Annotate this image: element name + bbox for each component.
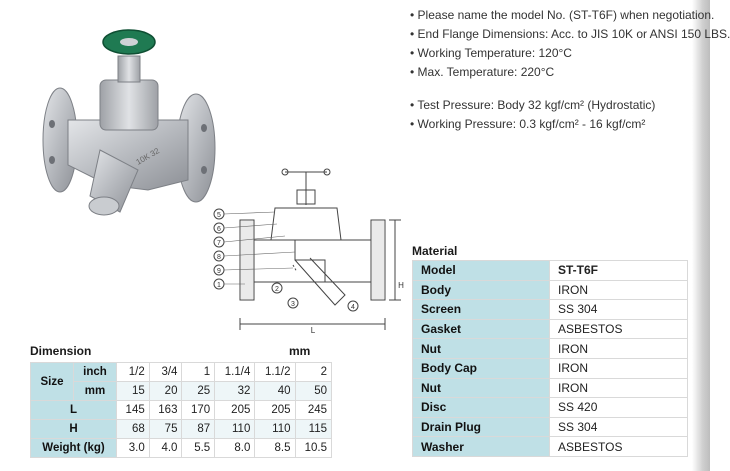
dimension-l-label: L <box>311 326 316 335</box>
callout-1: 1 <box>217 282 221 289</box>
table-cell: 10.5 <box>294 438 333 458</box>
callout-6: 6 <box>217 226 221 233</box>
table-cell: 205 <box>214 400 256 420</box>
material-value: IRON <box>549 338 688 359</box>
page-edge-shadow <box>692 0 710 471</box>
table-cell: 110 <box>214 419 256 439</box>
table-cell: 1/2 <box>116 362 150 382</box>
table-cell: 1 <box>181 362 216 382</box>
table-cell: 5.5 <box>181 438 216 458</box>
table-cell: 245 <box>294 400 333 420</box>
row-label-h: H <box>30 419 117 439</box>
table-row: Weight (kg) 3.0 4.0 5.5 8.0 8.5 10.5 <box>30 438 333 458</box>
material-part: Nut <box>412 377 550 399</box>
table-cell: 3/4 <box>148 362 183 382</box>
table-cell: 110 <box>254 419 296 439</box>
callout-7: 7 <box>217 240 221 247</box>
material-part: Model <box>412 260 550 281</box>
note-max-temp: Max. Temperature: 220°C <box>410 65 555 79</box>
dimension-unit: mm <box>289 344 311 358</box>
material-part: Screen <box>412 299 550 320</box>
table-row: mm 15 20 25 32 40 50 <box>31 381 333 401</box>
valve-product-photo: 10K 32 <box>42 29 216 216</box>
material-title: Material <box>412 244 458 258</box>
material-table: Model ST-T6F Body IRON Screen SS 304 Gas… <box>412 260 688 457</box>
note-working-pressure: Working Pressure: 0.3 kgf/cm² - 16 kgf/c… <box>410 117 646 131</box>
callout-9: 9 <box>217 268 221 275</box>
table-cell: 75 <box>148 419 183 439</box>
callout-3: 3 <box>291 301 295 308</box>
table-row: Nut IRON <box>412 377 688 399</box>
material-part: Washer <box>412 436 550 457</box>
table-cell: 2 <box>294 362 333 382</box>
table-cell: 145 <box>116 400 150 420</box>
callout-4: 4 <box>351 304 355 311</box>
table-row: Screen SS 304 <box>412 299 688 320</box>
material-part: Drain Plug <box>412 416 550 438</box>
material-value: IRON <box>549 377 688 399</box>
material-value: ASBESTOS <box>549 318 688 340</box>
mm-header: mm <box>73 381 117 401</box>
material-part: Nut <box>412 338 550 359</box>
table-row: Size inch 1/2 3/4 1 1.1/4 1.1/2 2 <box>30 362 333 401</box>
dimension-title: Dimension <box>30 344 92 358</box>
table-row: H 68 75 87 110 110 115 <box>30 419 333 439</box>
table-cell: 50 <box>294 381 333 401</box>
material-value: SS 420 <box>549 397 688 418</box>
table-cell: 170 <box>181 400 216 420</box>
size-header: Size <box>30 362 74 401</box>
table-cell: 115 <box>294 419 333 439</box>
table-row: Gasket ASBESTOS <box>412 318 688 340</box>
table-row: L 145 163 170 205 205 245 <box>30 400 333 420</box>
dimension-table: Size inch 1/2 3/4 1 1.1/4 1.1/2 2 mm 15 … <box>30 362 333 458</box>
table-cell: 25 <box>181 381 216 401</box>
callout-2: 2 <box>275 286 279 293</box>
table-row: Body IRON <box>412 279 688 301</box>
row-label-l: L <box>30 400 117 420</box>
material-part: Disc <box>412 397 550 418</box>
table-row: Model ST-T6F <box>412 260 688 281</box>
material-part: Body Cap <box>412 357 550 379</box>
table-cell: 40 <box>254 381 296 401</box>
table-row: Washer ASBESTOS <box>412 436 688 457</box>
table-row: Nut IRON <box>412 338 688 359</box>
table-cell: 20 <box>148 381 183 401</box>
table-cell: 68 <box>116 419 150 439</box>
material-value: SS 304 <box>549 299 688 320</box>
material-value: IRON <box>549 279 688 301</box>
table-cell: 8.0 <box>214 438 256 458</box>
material-value: IRON <box>549 357 688 379</box>
table-row: Body Cap IRON <box>412 357 688 379</box>
callout-5: 5 <box>217 212 221 219</box>
row-label-weight: Weight (kg) <box>30 438 117 458</box>
note-model-no: Please name the model No. (ST-T6F) when … <box>410 8 715 22</box>
table-cell: 15 <box>116 381 150 401</box>
table-cell: 205 <box>254 400 296 420</box>
table-cell: 32 <box>214 381 256 401</box>
inch-header: inch <box>73 362 117 382</box>
table-cell: 1.1/4 <box>214 362 256 382</box>
table-cell: 87 <box>181 419 216 439</box>
valve-section-diagram: 5 6 7 8 9 1 2 3 4 H L <box>213 168 404 335</box>
material-part: Gasket <box>412 318 550 340</box>
table-cell: 163 <box>148 400 183 420</box>
table-cell: 1.1/2 <box>254 362 296 382</box>
table-cell: 4.0 <box>148 438 183 458</box>
table-cell: 8.5 <box>254 438 296 458</box>
callout-8: 8 <box>217 254 221 261</box>
note-working-temp: Working Temperature: 120°C <box>410 46 572 60</box>
material-value: ST-T6F <box>549 260 688 281</box>
material-part: Body <box>412 279 550 301</box>
dimension-h-label: H <box>398 281 404 290</box>
table-row: Drain Plug SS 304 <box>412 416 688 438</box>
material-value: SS 304 <box>549 416 688 438</box>
table-row: Disc SS 420 <box>412 397 688 418</box>
table-cell: 3.0 <box>116 438 150 458</box>
note-test-pressure: Test Pressure: Body 32 kgf/cm² (Hydrosta… <box>410 98 655 112</box>
note-end-flange: End Flange Dimensions: Acc. to JIS 10K o… <box>410 27 730 41</box>
material-value: ASBESTOS <box>549 436 688 457</box>
